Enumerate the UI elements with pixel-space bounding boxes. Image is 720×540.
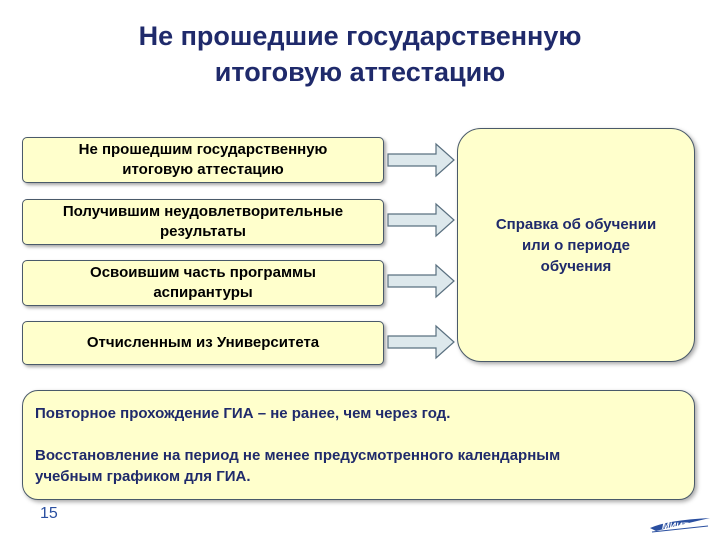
title-line-2: итоговую аттестацию	[214, 57, 506, 87]
note-line: Восстановление на период не менее предус…	[35, 447, 561, 464]
target-box-line: или о периоде	[521, 236, 631, 254]
note-box: Повторное прохождение ГИА – не ранее, че…	[22, 390, 695, 500]
note-line: учебным графиком для ГИА.	[35, 468, 251, 485]
target-box-line: Справка об обучении	[495, 215, 657, 233]
target-box-certificate: Справка об обучении или о периоде обучен…	[457, 128, 695, 362]
source-box-unsatisfactory: Получившим неудовлетворительные результа…	[22, 199, 384, 245]
source-box-expelled: Отчисленным из Университета	[22, 321, 384, 365]
arrow-right-icon	[387, 202, 455, 238]
arrow-right-icon	[387, 142, 455, 178]
title-line-1: Не прошедшие государственную	[138, 21, 582, 51]
source-box-line: результаты	[159, 223, 246, 240]
source-box-line: Отчисленным из Университета	[86, 334, 320, 351]
source-box-not-passed: Не прошедшим государственную итоговую ат…	[22, 137, 384, 183]
source-box-line: Освоившим часть программы	[90, 264, 316, 281]
target-box-line: обучения	[540, 257, 612, 275]
miit-logo: МИИТ	[650, 518, 710, 533]
source-box-partial-program: Освоившим часть программы аспирантуры	[22, 260, 384, 306]
source-box-line: аспирантуры	[153, 284, 253, 301]
source-box-line: итоговую аттестацию	[122, 161, 284, 178]
source-box-line: Не прошедшим государственную	[78, 141, 328, 158]
logo-text: МИИТ	[662, 521, 689, 531]
source-box-line: Получившим неудовлетворительные	[62, 203, 344, 220]
note-line: Повторное прохождение ГИА – не ранее, че…	[35, 405, 451, 422]
arrow-right-icon	[387, 263, 455, 299]
page-number: 15	[40, 505, 58, 522]
arrow-right-icon	[387, 324, 455, 360]
page-title: Не прошедшие государственную итоговую ат…	[60, 18, 660, 90]
